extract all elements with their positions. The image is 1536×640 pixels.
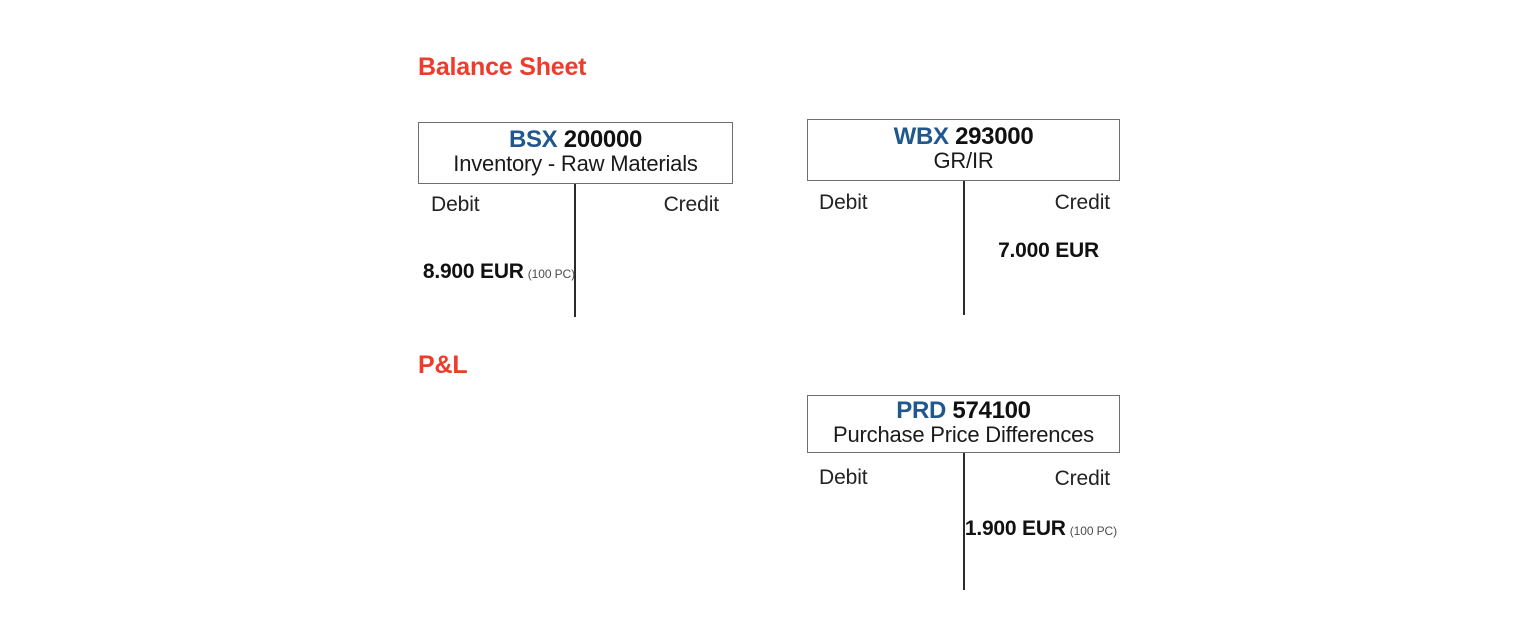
credit-label-prd: Credit: [1054, 467, 1111, 490]
debit-posting-bsx: 8.900 EUR(100 PC): [423, 261, 575, 282]
account-number-prd: 574100: [952, 396, 1031, 424]
account-name-wbx: GR/IR: [933, 147, 994, 173]
account-code-line-bsx: BSX 200000: [508, 125, 643, 153]
account-name-prd: Purchase Price Differences: [833, 421, 1094, 447]
account-code-line-wbx: WBX 293000: [893, 122, 1034, 150]
account-prefix-prd: PRD: [896, 396, 947, 424]
account-number-wbx: 293000: [955, 122, 1034, 150]
credit-amount-prd: 1.900 EUR: [964, 517, 1066, 540]
t-divider-wbx: [963, 181, 966, 315]
credit-amount-wbx: 7.000 EUR: [998, 239, 1099, 262]
t-account-prd: PRD 574100 Purchase Price Differences De…: [807, 395, 1120, 591]
account-prefix-bsx: BSX: [508, 125, 558, 153]
debit-label-wbx: Debit: [819, 191, 868, 214]
debit-amount-bsx: 8.900 EUR: [422, 260, 524, 283]
section-heading-balance-sheet: Balance Sheet: [418, 53, 587, 81]
account-header-box-wbx: WBX 293000 GR/IR: [807, 119, 1120, 181]
debit-quantity-bsx: (100 PC): [527, 267, 575, 281]
credit-posting-wbx: 7.000 EUR: [998, 240, 1103, 261]
account-number-bsx: 200000: [563, 125, 643, 153]
account-prefix-wbx: WBX: [893, 122, 949, 150]
t-divider-bsx: [574, 184, 577, 317]
account-header-box-bsx: BSX 200000 Inventory - Raw Materials: [418, 122, 733, 184]
account-code-line-prd: PRD 574100: [896, 396, 1031, 424]
t-account-wbx: WBX 293000 GR/IR Debit Credit 7.000 EUR: [807, 119, 1120, 315]
account-header-box-prd: PRD 574100 Purchase Price Differences: [807, 395, 1120, 453]
credit-label-wbx: Credit: [1054, 191, 1111, 214]
t-divider-prd: [963, 453, 966, 590]
credit-quantity-prd: (100 PC): [1069, 524, 1117, 538]
debit-label-bsx: Debit: [431, 193, 480, 216]
credit-label-bsx: Credit: [663, 193, 720, 216]
debit-label-prd: Debit: [819, 466, 868, 489]
account-name-bsx: Inventory - Raw Materials: [453, 150, 698, 176]
credit-posting-prd: 1.900 EUR(100 PC): [965, 518, 1117, 539]
section-heading-profit-and-loss: P&L: [418, 351, 468, 379]
t-account-bsx: BSX 200000 Inventory - Raw Materials Deb…: [418, 122, 733, 318]
